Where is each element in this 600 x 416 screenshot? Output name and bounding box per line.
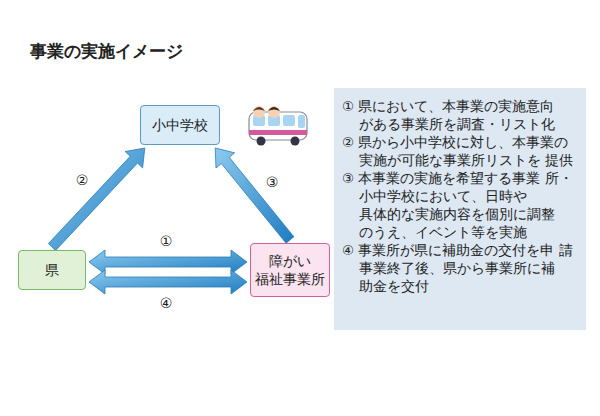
step-text: ④ 事業所が県に補助金の交付を申 請 bbox=[342, 242, 578, 260]
callout-number: ② bbox=[74, 172, 91, 188]
bus-illustration bbox=[247, 106, 309, 148]
callout-number: ④ bbox=[158, 295, 175, 311]
double-arrow bbox=[89, 270, 247, 294]
prefecture-box: 県 bbox=[18, 250, 86, 290]
step-text: 事業終了後、県から事業所に補 助金を交付 bbox=[342, 260, 578, 296]
description-panel: ① 県において、本事業の実施意向 がある事業所を調査・リスト化② 県から小中学校… bbox=[334, 88, 586, 330]
node-label: 小中学校 bbox=[152, 116, 208, 134]
callout-number: ① bbox=[158, 233, 175, 249]
arrow bbox=[48, 148, 144, 250]
step-text: ① 県において、本事業の実施意向 がある事業所を調査・リスト化 bbox=[342, 98, 578, 134]
callout-number: ③ bbox=[264, 174, 281, 190]
node-label: 県 bbox=[45, 261, 59, 279]
double-arrow bbox=[89, 250, 247, 274]
school-box: 小中学校 bbox=[140, 105, 220, 145]
arrow bbox=[215, 148, 294, 243]
step-text: ③ 本事業の実施を希望する事業 所・小中学校において、日時や 具体的な実施内容を… bbox=[342, 170, 578, 242]
node-label: 障がい 福祉事業所 bbox=[254, 252, 326, 288]
step-text: ② 県から小中学校に対し、本事業の 実施が可能な事業所リストを 提供 bbox=[342, 134, 578, 170]
welfare-office-box: 障がい 福祉事業所 bbox=[250, 243, 330, 297]
diagram-title: 事業の実施イメージ bbox=[30, 40, 183, 63]
